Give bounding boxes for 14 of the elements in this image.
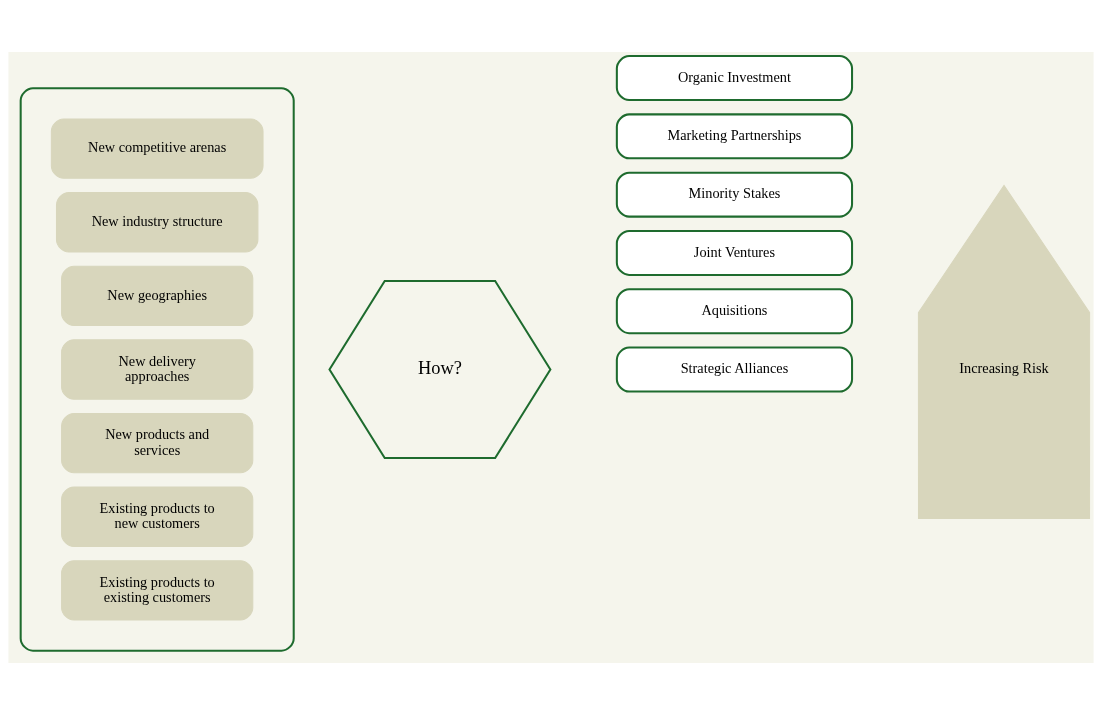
node-box: New products and services (61, 412, 254, 473)
cluster (19, 86, 295, 652)
node-box: New geographies (61, 265, 254, 326)
node-box: Minority Stakes (615, 171, 854, 218)
node-box: New delivery approaches (61, 338, 254, 400)
node-box: New competitive arenas (50, 117, 264, 179)
node-box: Organic Investment (615, 54, 854, 101)
node-box: Marketing Partnerships (615, 112, 854, 159)
node-box: Existing products to existing customers (61, 559, 254, 621)
node-box: Strategic Alliances (615, 346, 854, 393)
node-box: Existing products to new customers (61, 486, 254, 547)
node-box: Joint Ventures (615, 229, 854, 276)
node-box: New industry structure (55, 191, 259, 252)
node-box: Aquisitions (615, 287, 854, 334)
